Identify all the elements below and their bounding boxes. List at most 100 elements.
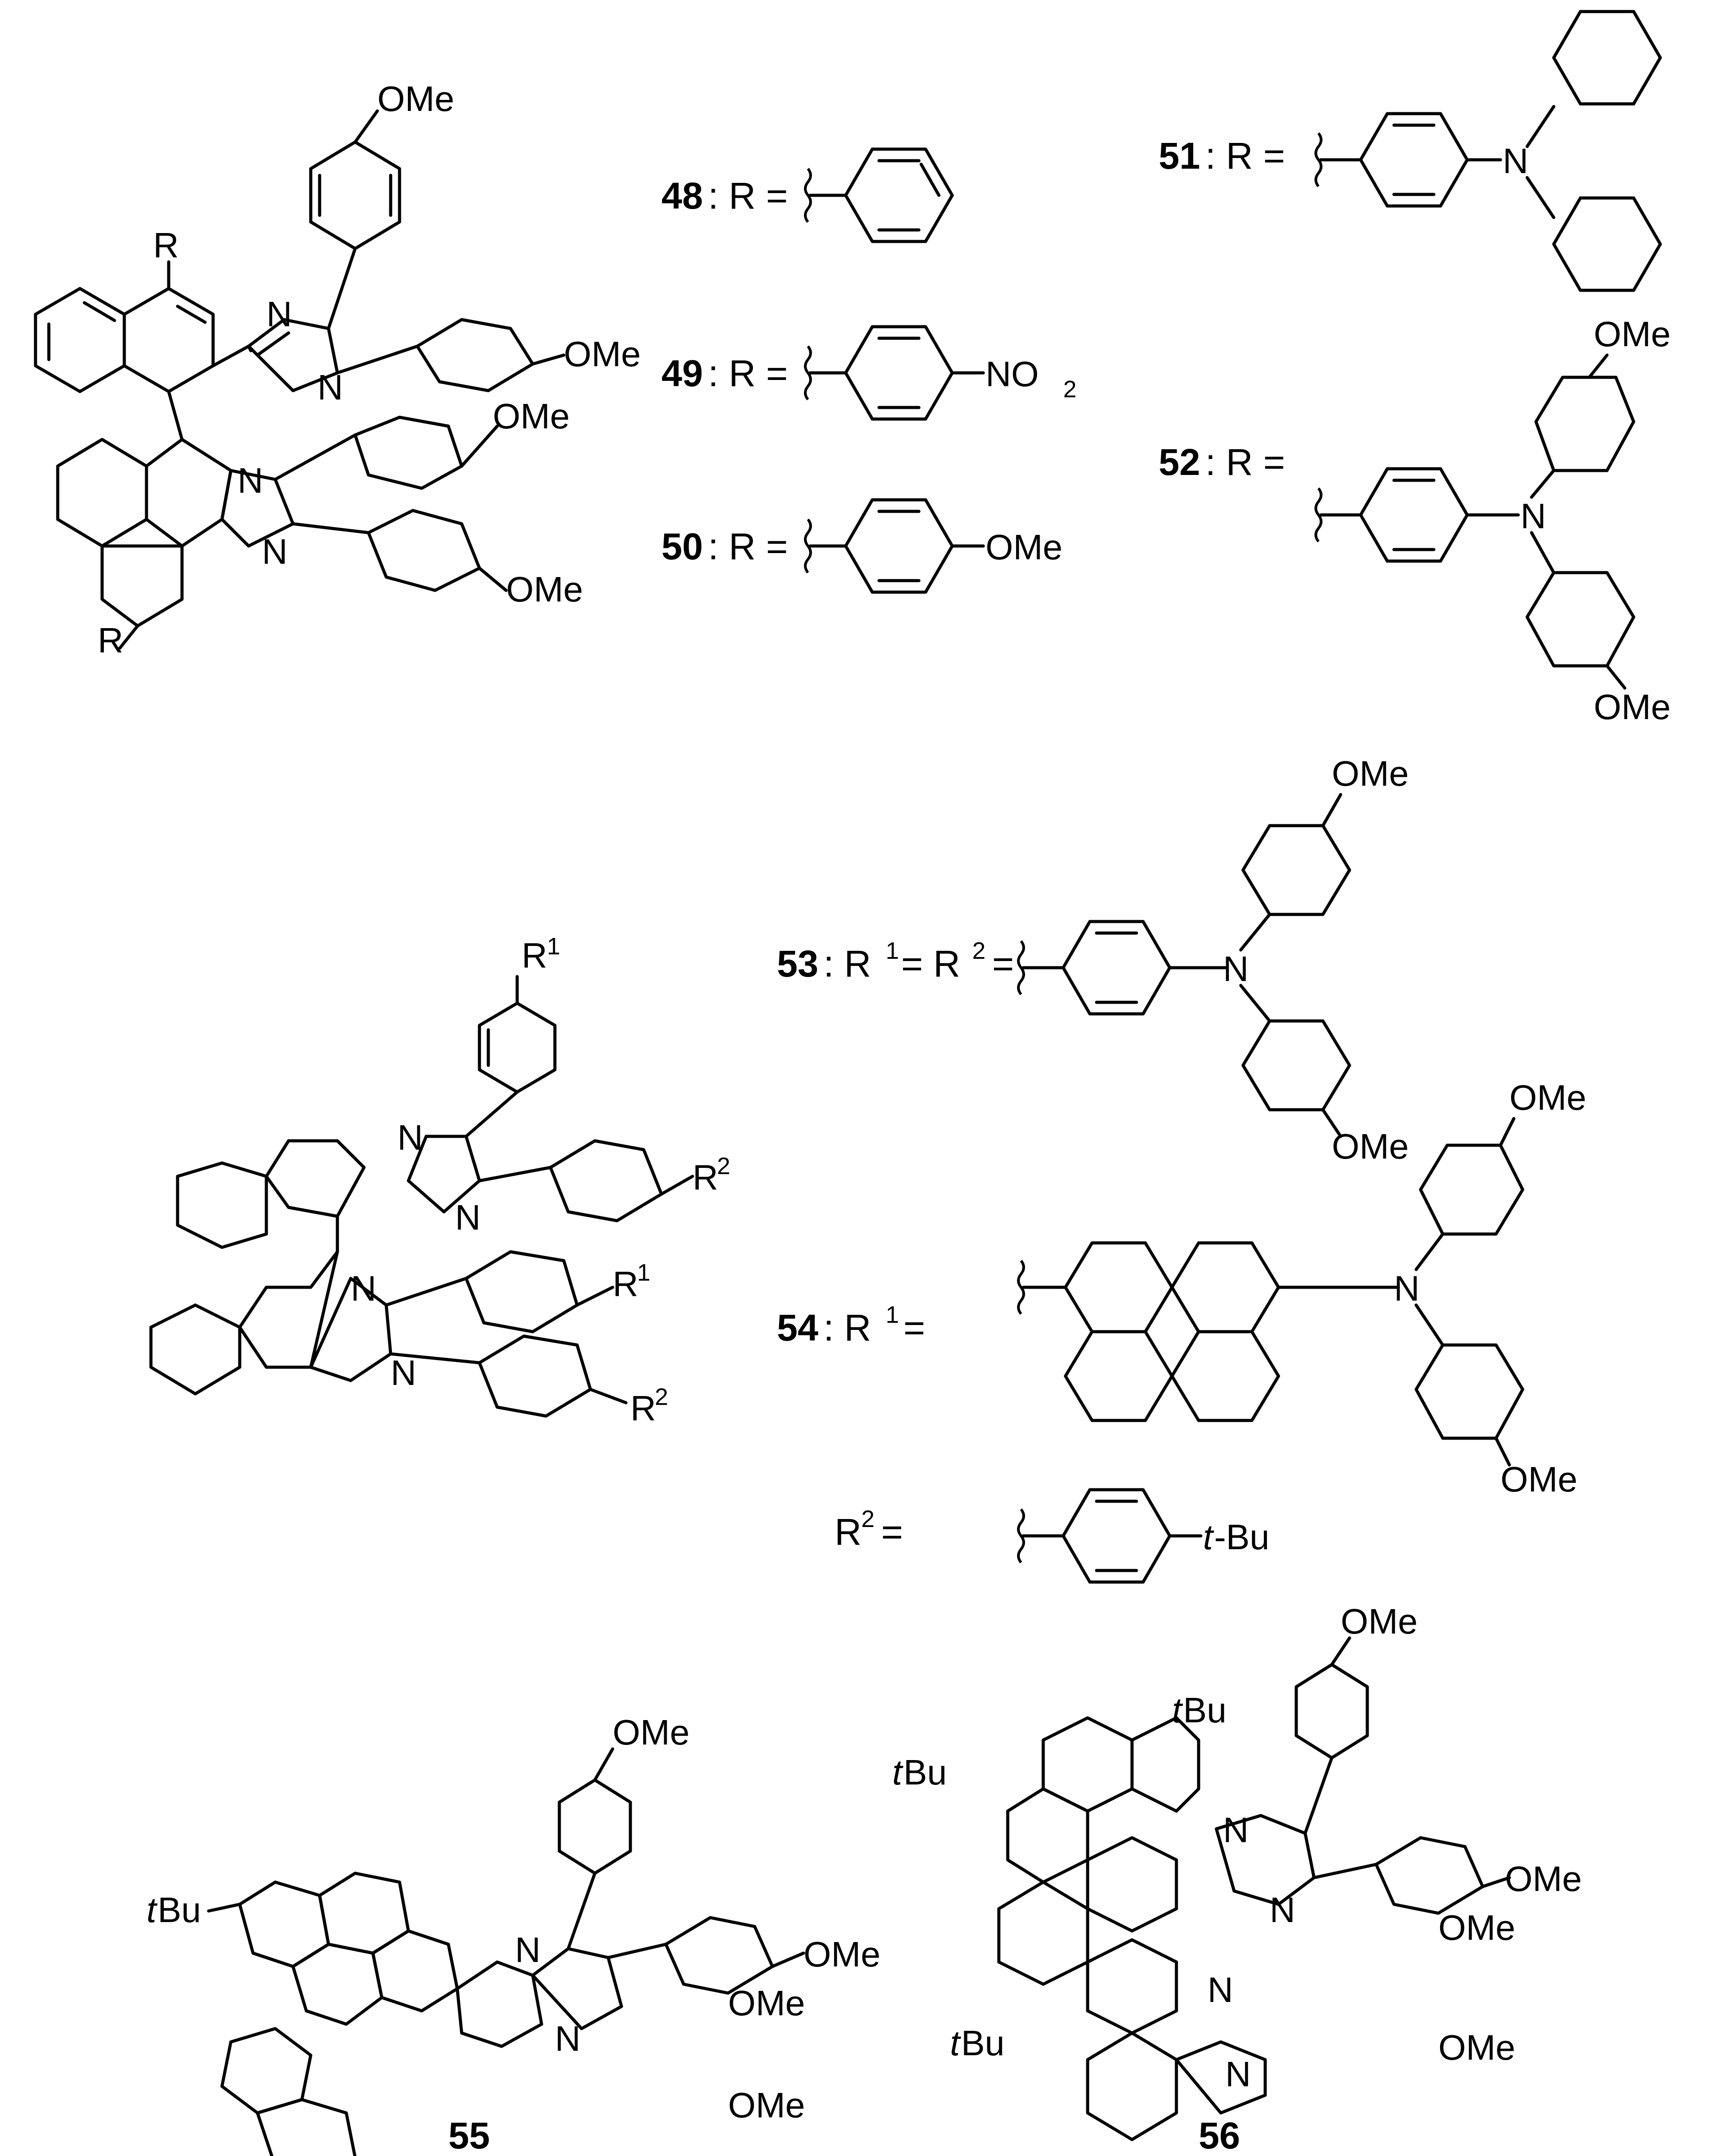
r-eq-50: : R = [708,526,788,567]
svg-text:N: N [1207,1970,1233,2010]
ome-52b: OMe [1594,687,1671,727]
label-51: 51 [1159,135,1200,177]
n-upper-2: N [317,368,343,407]
n-mid-3: N [351,1269,376,1308]
n-52: N [1520,496,1546,536]
svg-text:2: 2 [717,1153,730,1179]
entry-51: 51 : R = N [1159,10,1662,292]
svg-text:=: = [881,1511,903,1553]
wavy-bond-icon [1017,940,1025,995]
svg-text:= R: = R [901,943,960,985]
r2-mid: R [693,1158,718,1197]
svg-text:t: t [892,1752,903,1792]
ome-53b: OMe [1332,1127,1409,1166]
ome-1: OMe [377,79,454,119]
perylene-core [1064,1241,1174,1333]
scaffold-top-left: R N N OMe OMe R N N OMe [34,79,641,660]
svg-text:OMe: OMe [804,1934,880,1974]
wavy-bond-icon [1314,487,1322,542]
svg-text:Bu: Bu [903,1752,947,1792]
r1-mid: R [613,1264,638,1304]
no2-group: NO [986,354,1039,394]
entry-48: 48 : R = [661,147,954,243]
n-mid-4: N [391,1353,416,1392]
phenyl-ring [844,147,954,243]
label-55: 55 [448,2115,490,2156]
tbu-t: t [1203,1517,1214,1557]
r-bottom: R [98,621,123,660]
svg-text:2: 2 [861,1506,875,1532]
svg-text:OMe: OMe [1438,1908,1515,1947]
compound-55: t Bu N N OMe OMe OMe OMe 55 [146,1713,880,2156]
ome-53a: OMe [1332,754,1409,793]
svg-text:=: = [992,943,1014,985]
svg-text:OMe: OMe [728,1983,805,2023]
svg-text:N: N [1225,2054,1251,2094]
ome-3: OMe [493,396,570,436]
label-52: 52 [1159,441,1200,483]
svg-text:1: 1 [886,938,899,964]
svg-text:N: N [1270,1890,1295,1930]
wavy-bond-icon [1314,132,1322,187]
n-53: N [1223,949,1249,989]
svg-text:Bu: Bu [1183,1690,1227,1730]
n-mid-2: N [455,1198,481,1237]
svg-text:t: t [950,2023,961,2063]
svg-text:t: t [146,1890,158,1930]
ome-4: OMe [506,570,583,609]
label-54: 54 [777,1307,819,1349]
svg-text:: R: : R [823,1307,871,1349]
svg-text:Bu: Bu [158,1890,201,1930]
compound-56: t Bu t Bu t Bu N N N N OMe OMe OMe OMe 5… [892,1602,1582,2156]
ome-54b: OMe [1500,1460,1577,1499]
n-upper-1: N [266,294,292,334]
r2-label: R [835,1511,862,1553]
svg-text:N: N [1223,1810,1249,1850]
r-eq-52: : R = [1205,441,1285,483]
svg-text:OMe: OMe [1505,1859,1582,1899]
r-eq-48: : R = [708,175,788,217]
r2-bottom: R [630,1389,656,1428]
r-eq-49: : R = [708,352,788,394]
svg-text:OMe: OMe [728,2085,805,2125]
n-mid-1: N [397,1118,423,1157]
n-lower-1: N [238,461,263,500]
n-51: N [1503,141,1528,181]
svg-text:1: 1 [637,1259,650,1286]
r-top: R [153,225,179,265]
ome-54a: OMe [1509,1078,1586,1117]
label-56: 56 [1199,2115,1240,2156]
wavy-bond-icon [1017,1508,1025,1563]
ome-2: OMe [564,334,641,374]
wavy-bond-icon [804,168,812,223]
label-50: 50 [661,526,703,567]
scaffold-middle: R 1 N N R 2 N N R 1 R 2 [149,933,730,1428]
wavy-bond-icon [804,518,812,574]
r1-top: R [522,936,547,975]
wavy-bond-icon [1017,1260,1025,1315]
tbu-bu: -Bu [1214,1517,1270,1557]
entry-r2: R 2 = t -Bu [835,1488,1270,1584]
label-49: 49 [661,352,703,394]
n-54: N [1394,1269,1420,1308]
entry-54: 54 : R 1 = N OMe OMe [777,1078,1586,1499]
svg-text:N: N [515,1930,541,1970]
ome-52a: OMe [1594,314,1671,354]
svg-text:=: = [903,1307,925,1349]
svg-text:1: 1 [547,933,560,960]
entry-50: 50 : R = OMe [661,498,1062,594]
ome-50: OMe [986,527,1062,567]
svg-text:2: 2 [655,1384,668,1410]
svg-text:2: 2 [972,938,986,964]
svg-text:N: N [555,2019,581,2058]
svg-text:: R: : R [823,943,871,985]
svg-text:1: 1 [886,1302,899,1328]
r-eq-51: : R = [1205,135,1285,177]
wavy-bond-icon [804,345,812,400]
n-lower-2: N [262,532,288,571]
entry-53: 53 : R 1 = R 2 = N OMe OMe [777,754,1409,1166]
label-48: 48 [661,175,703,217]
entry-49: 49 : R = NO 2 [661,325,1077,421]
no2-sub: 2 [1063,376,1077,403]
